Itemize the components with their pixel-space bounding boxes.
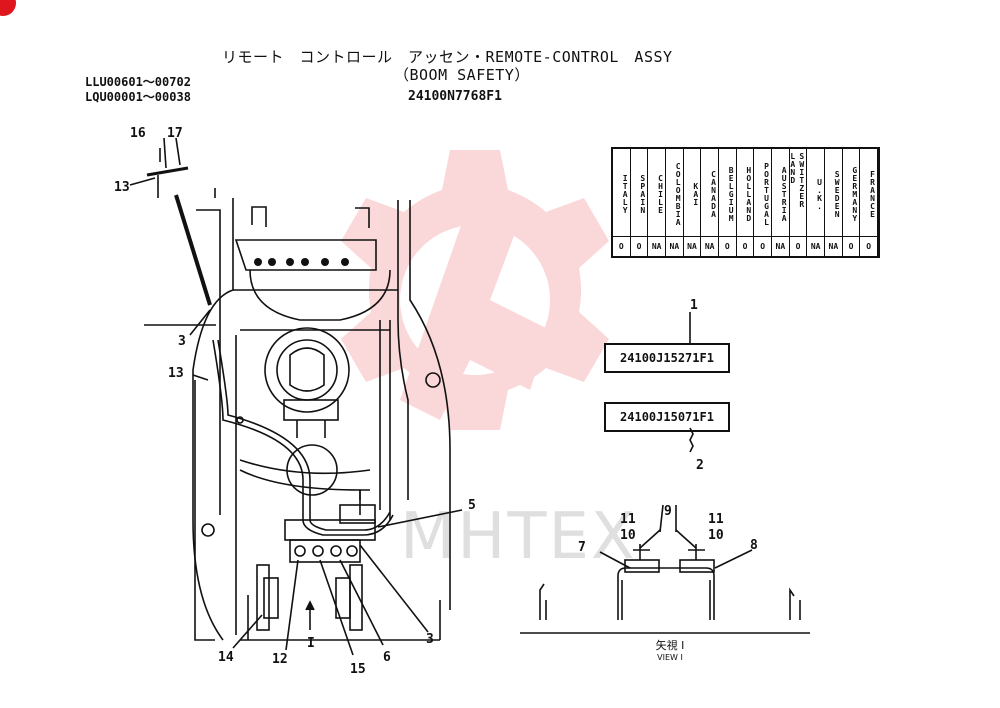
callout-7: 7 [578, 540, 586, 555]
country-value-7: O [737, 237, 755, 256]
corner-badge [0, 0, 16, 16]
country-header-0: ITALY [613, 149, 631, 237]
callout-11-right: 11 [708, 512, 724, 527]
callout-6: 6 [383, 650, 391, 665]
country-header-8: PORTUGAL [754, 149, 772, 237]
assembly-part-number: 24100N7768F1 [408, 89, 502, 104]
callout-5: 5 [468, 498, 476, 513]
callout-13-top: 13 [114, 180, 130, 195]
callout-12: 12 [272, 652, 288, 667]
country-value-12: NA [825, 237, 843, 256]
country-value-13: O [843, 237, 861, 256]
country-header-4: KAI [683, 149, 702, 237]
view-caption-en: VIEW I [657, 653, 683, 662]
callout-3-left: 3 [178, 334, 186, 349]
country-value-8: O [754, 237, 772, 256]
part-box-2: 24100J15071F1 [604, 402, 730, 432]
callout-14: 14 [218, 650, 234, 665]
country-value-3: NA [666, 237, 684, 256]
country-value-10: O [790, 237, 808, 256]
country-header-12: SWEDEN [824, 149, 843, 237]
country-header-1: SPAIN [630, 149, 649, 237]
view-caption-jp: 矢視 I [655, 639, 685, 652]
country-header-10: SWITZER LAND [789, 149, 808, 237]
country-value-4: NA [684, 237, 702, 256]
title-line-2: （BOOM SAFETY） [394, 66, 530, 84]
callout-3-right: 3 [426, 632, 434, 647]
callout-16: 16 [130, 126, 146, 141]
country-value-6: O [719, 237, 737, 256]
country-value-1: O [631, 237, 649, 256]
country-value-2: NA [648, 237, 666, 256]
country-header-9: AUSTRIA [771, 149, 790, 237]
country-header-11: U.K. [807, 149, 825, 237]
callout-13-mid: 13 [168, 366, 184, 381]
callout-15: 15 [350, 662, 366, 677]
part-box-1-label: 24100J15271F1 [620, 351, 714, 365]
country-header-14: FRANCE [860, 149, 878, 237]
country-header-7: HOLLAND [736, 149, 755, 237]
callout-10-right: 10 [708, 528, 724, 543]
country-header-2: CHILE [648, 149, 666, 237]
view-caption: 矢視 I VIEW I [640, 640, 700, 664]
country-header-6: BELGIUM [718, 149, 737, 237]
callout-2: 2 [696, 458, 704, 473]
country-value-11: NA [807, 237, 825, 256]
callout-view-marker: I [307, 636, 315, 651]
country-value-0: O [613, 237, 631, 256]
country-header-5: CANADA [701, 149, 719, 237]
serial-range-1: LLU00601～00702 [85, 75, 191, 89]
serial-range-2: LQU00001～00038 [85, 90, 191, 104]
part-box-2-label: 24100J15071F1 [620, 410, 714, 424]
callout-1: 1 [690, 298, 698, 313]
country-header-13: GERMANY [842, 149, 861, 237]
country-value-9: NA [772, 237, 790, 256]
callout-8: 8 [750, 538, 758, 553]
country-header-3: COLOMBIA [665, 149, 684, 237]
country-value-14: O [860, 237, 878, 256]
callout-9: 9 [664, 504, 672, 519]
part-box-1: 24100J15271F1 [604, 343, 730, 373]
title-line-1: リモート コントロール アッセン・REMOTE-CONTROL ASSY [222, 48, 673, 66]
callout-17: 17 [167, 126, 183, 141]
callout-10-left: 10 [620, 528, 636, 543]
country-value-5: NA [701, 237, 719, 256]
callout-11-left: 11 [620, 512, 636, 527]
watermark-text: MHTEX [400, 500, 637, 574]
watermark-logo [341, 150, 609, 430]
